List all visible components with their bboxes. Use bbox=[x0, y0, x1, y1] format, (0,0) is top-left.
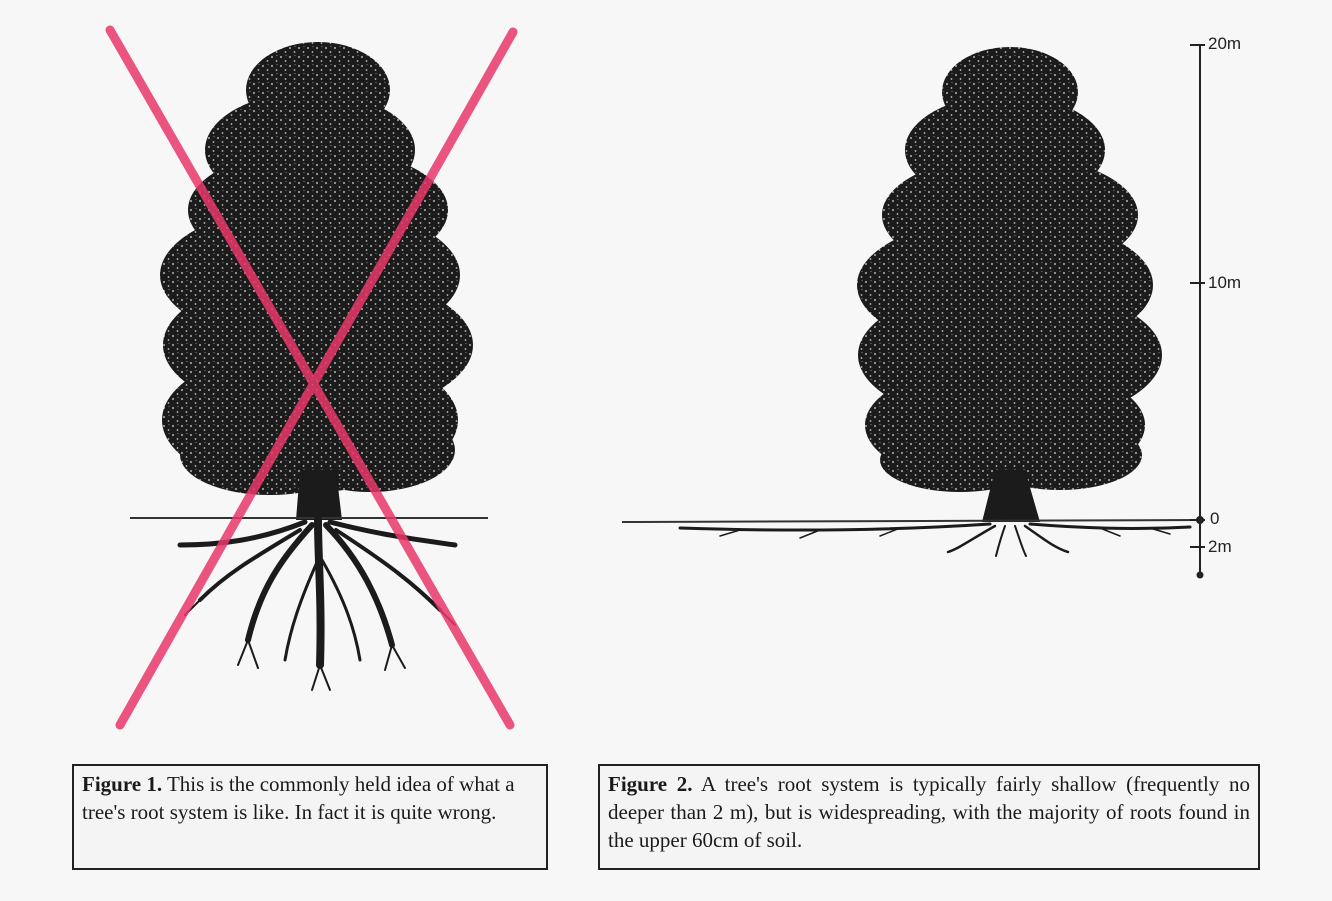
figure1-trunk bbox=[296, 470, 342, 520]
figure2-shallow-roots bbox=[680, 524, 1190, 556]
scale-label-10m: 10m bbox=[1208, 273, 1241, 293]
scale-label-20m: 20m bbox=[1208, 34, 1241, 54]
figure2-crown bbox=[857, 47, 1162, 492]
figure1-tree bbox=[110, 30, 513, 725]
scale-label-0: 0 bbox=[1210, 509, 1219, 529]
figure1-crown bbox=[160, 42, 473, 495]
figure2-caption-lead: Figure 2. bbox=[608, 772, 693, 796]
figure1-caption: Figure 1. This is the commonly held idea… bbox=[72, 764, 548, 870]
figure2-caption-body: A tree's root system is typically fairly… bbox=[608, 772, 1250, 852]
figure1-caption-lead: Figure 1. bbox=[82, 772, 162, 796]
scale-label-2m: 2m bbox=[1208, 537, 1232, 557]
figure2-ground-line bbox=[622, 520, 1200, 522]
figure2-caption: Figure 2. A tree's root system is typica… bbox=[598, 764, 1260, 870]
height-scale bbox=[1190, 45, 1205, 578]
figure2-tree bbox=[622, 47, 1200, 556]
